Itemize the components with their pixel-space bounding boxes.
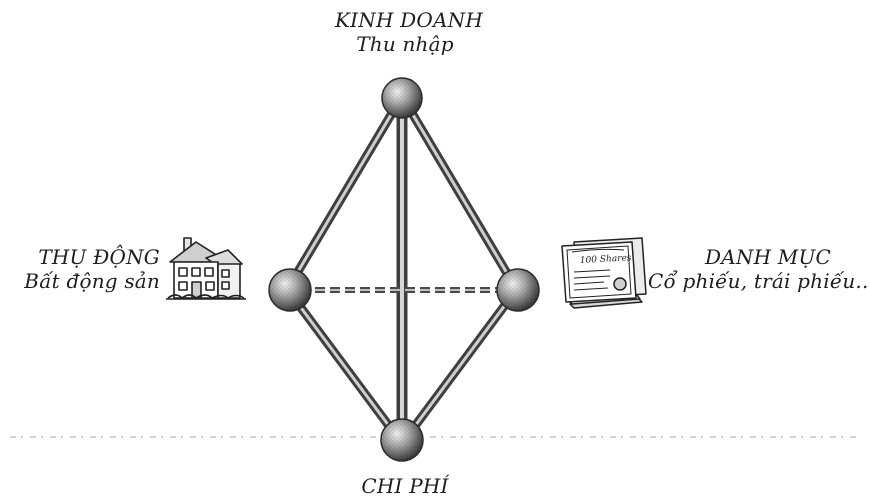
node-subtitle-right: Cổ phiếu, trái phiếu... [648,269,870,293]
node-label-bottom: CHI PHÍ [335,474,475,498]
node-label-right: DANH MỤC Cổ phiếu, trái phiếu... [648,245,870,293]
node-label-top: KINH DOANH Thu nhập [335,8,483,56]
node-title-right: DANH MỤC [704,245,831,269]
connector-bars [285,98,519,444]
node-subtitle-top: Thu nhập [356,32,454,56]
stock-certificates-icon: 100 Shares [561,237,647,309]
certificate-text: 100 Shares [580,253,632,266]
node-title-top: KINH DOANH [335,8,483,32]
house-icon [166,237,246,300]
node-spheres [268,77,540,462]
node-title-bottom: CHI PHÍ [361,474,449,498]
node-label-left: THỤ ĐỘNG Bất động sản [0,245,160,293]
node-subtitle-left: Bất động sản [24,269,160,293]
node-title-left: THỤ ĐỘNG [38,245,160,269]
